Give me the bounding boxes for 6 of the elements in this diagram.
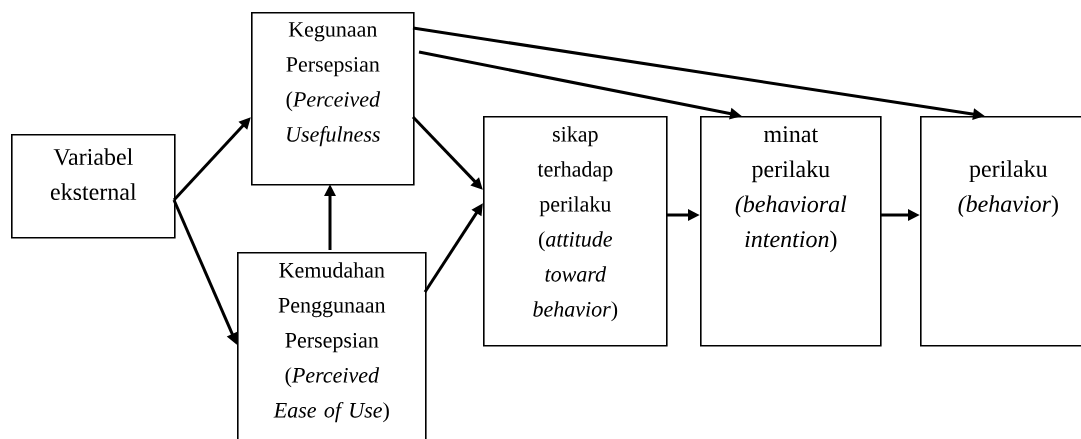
process-box: Kegunaan Persepsian (Perceived Usefulness — [251, 12, 415, 186]
process-box: sikap terhadap perilaku (attitude toward behavior) — [483, 116, 668, 347]
process-box: Kemudahan Penggunaan Persepsian (Perceived Ease of Use) — [237, 252, 427, 439]
process-box: perilaku (behavior) — [920, 116, 1081, 347]
process-box: Variabel eksternal — [11, 134, 176, 239]
process-box: minat perilaku (behavioral intention) — [700, 116, 882, 347]
